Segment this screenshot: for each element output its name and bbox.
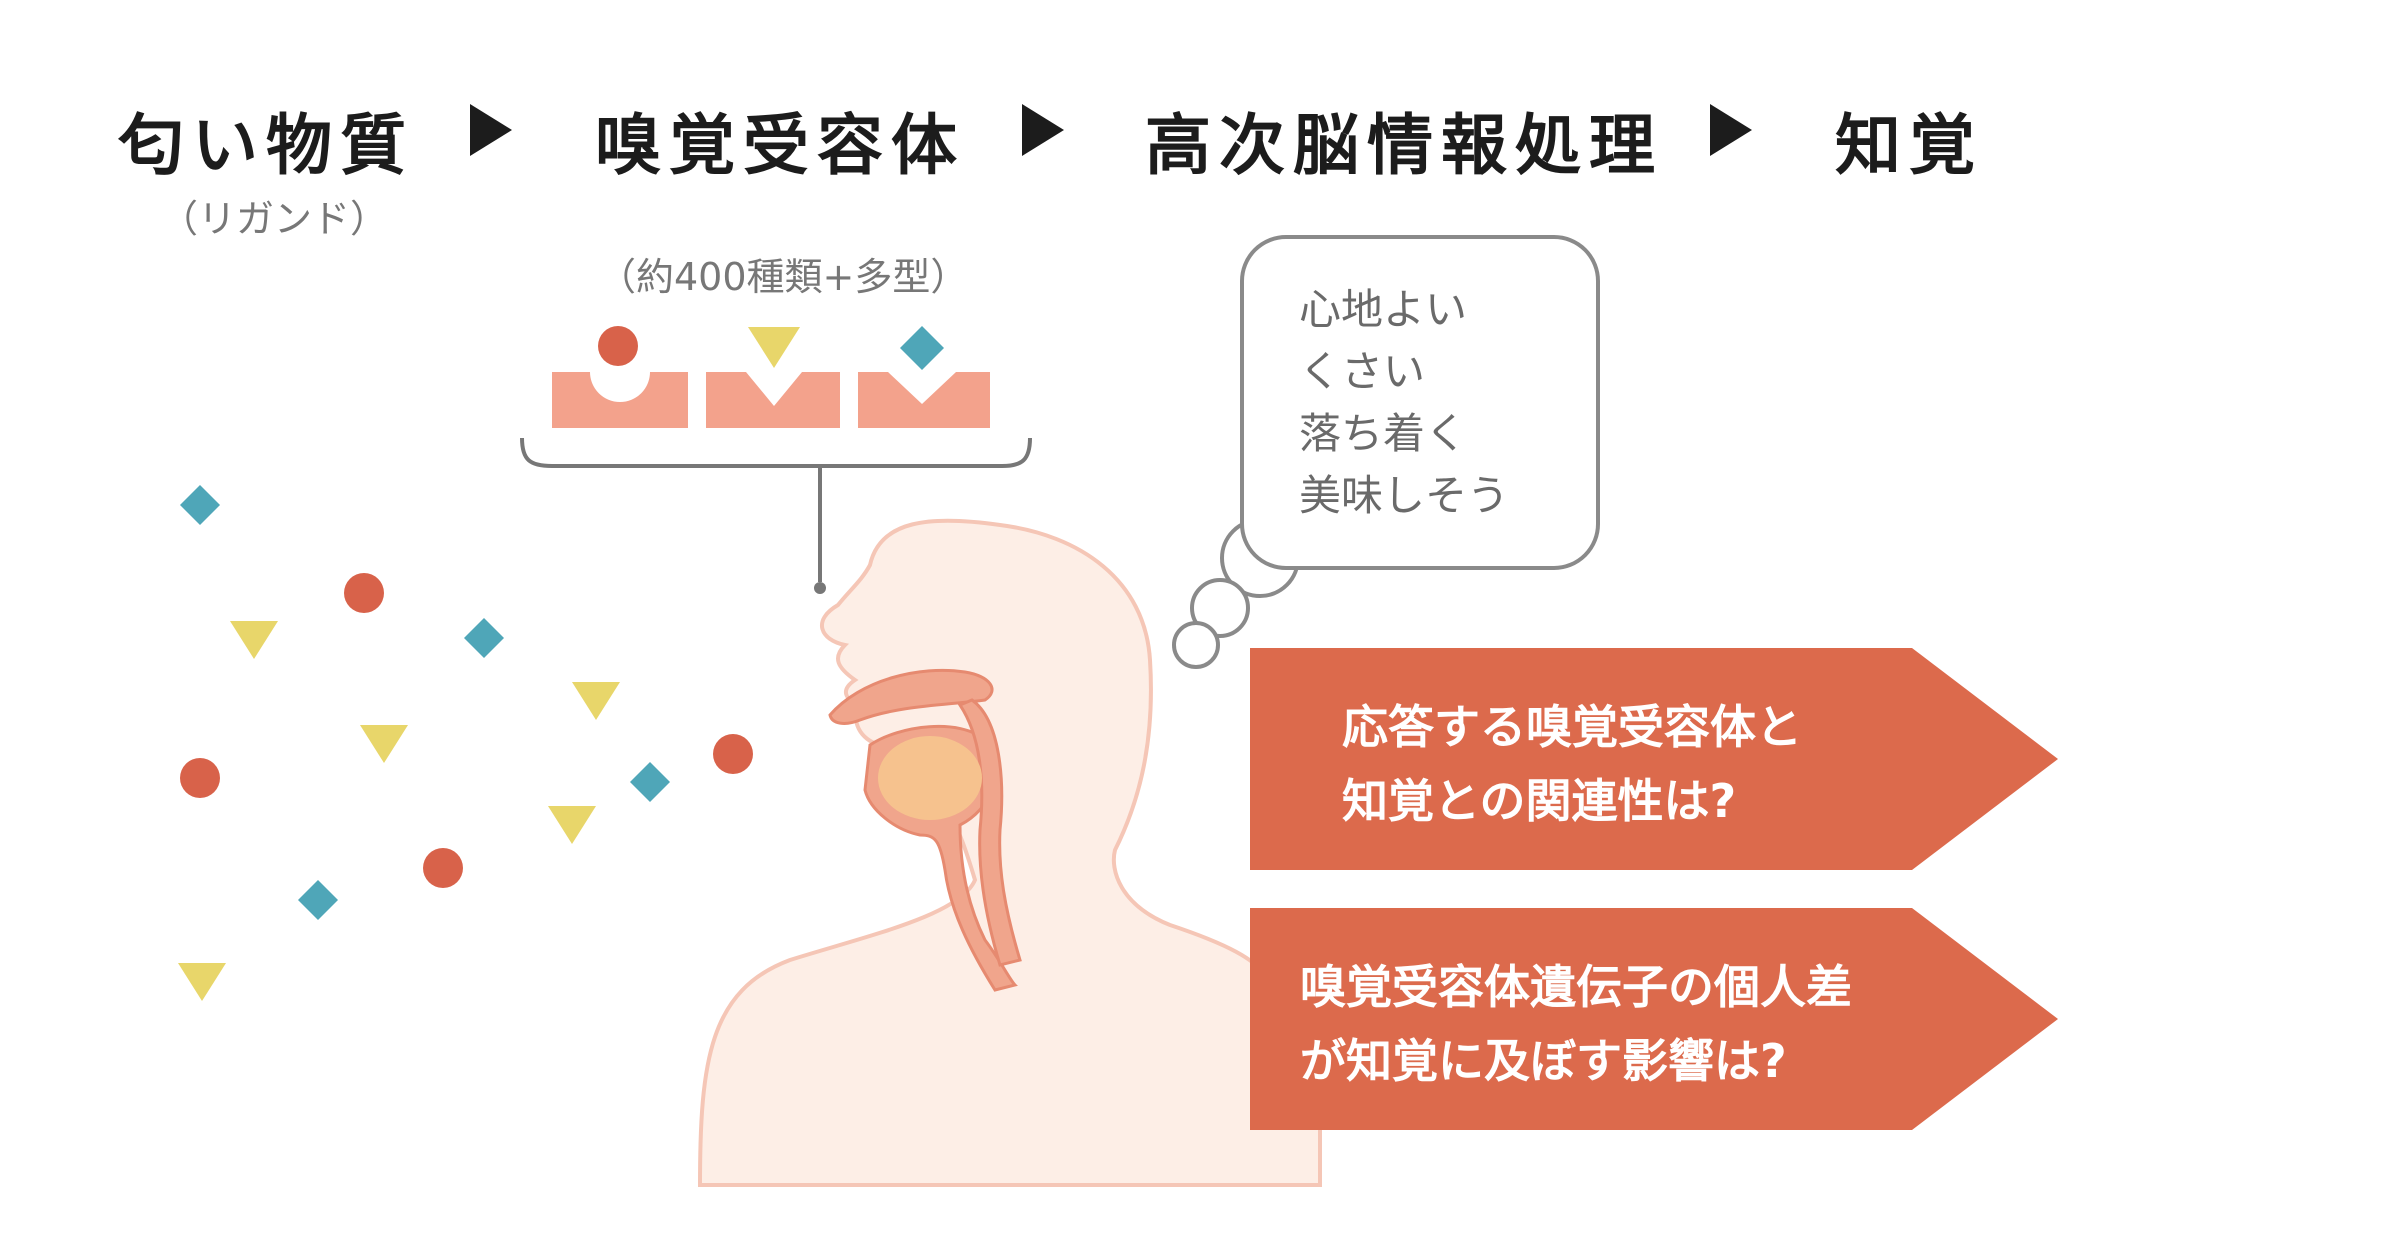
- ligand-triangle: [748, 327, 800, 368]
- flow-step-odorant: 匂い物質: [118, 107, 414, 184]
- pointer-dot: [814, 582, 826, 594]
- thought-line: 美味しそう: [1299, 471, 1510, 520]
- thought-line: 心地よい: [1299, 285, 1468, 334]
- person-silhouette: [697, 518, 1322, 1187]
- molecule-triangle: [360, 725, 408, 763]
- flow-arrow-icon: [470, 104, 512, 156]
- molecule-triangle: [178, 963, 226, 1001]
- thought-line: 落ち着く: [1299, 409, 1468, 458]
- question-1-line-2: 知覚との関連性は?: [1342, 774, 1737, 828]
- molecule-diamond: [630, 762, 670, 802]
- question-callout-1: 応答する嗅覚受容体と 知覚との関連性は?: [1250, 648, 2060, 870]
- receptor-round-pocket: [552, 372, 688, 428]
- molecule-triangle: [572, 682, 620, 720]
- flow-arrow-icon: [1022, 104, 1064, 156]
- molecule-triangle: [548, 806, 596, 844]
- question-callout-2: 嗅覚受容体遺伝子の個人差 が知覚に及ぼす影響は?: [1250, 908, 2060, 1130]
- molecule-circle: [180, 758, 220, 798]
- molecule-diamond: [464, 618, 504, 658]
- molecule-circle: [344, 573, 384, 613]
- flow-arrow-icon: [1710, 104, 1752, 156]
- flow-step-brain: 高次脳情報処理: [1145, 107, 1663, 184]
- receptor-row: [552, 326, 990, 428]
- odor-molecules: [178, 485, 753, 1001]
- ligand-circle: [598, 326, 638, 366]
- question-2-line-2: が知覚に及ぼす影響は?: [1300, 1034, 1787, 1088]
- molecule-triangle: [230, 621, 278, 659]
- molecule-diamond: [180, 485, 220, 525]
- ligand-diamond: [900, 326, 944, 370]
- thought-bubble: 心地よい くさい 落ち着く 美味しそう: [1240, 235, 1600, 570]
- receptor-diamond-pocket: [858, 372, 990, 428]
- molecule-circle: [713, 734, 753, 774]
- thought-line: くさい: [1299, 347, 1426, 396]
- molecule-circle: [423, 848, 463, 888]
- question-1-line-1: 応答する嗅覚受容体と: [1342, 700, 1802, 754]
- question-2-line-1: 嗅覚受容体遺伝子の個人差: [1300, 960, 1852, 1014]
- molecule-diamond: [298, 880, 338, 920]
- flow-step-perception: 知覚: [1835, 107, 1983, 184]
- receptor-count-label: （約400種類+多型）: [598, 255, 969, 299]
- receptor-v-pocket: [706, 372, 840, 428]
- flow-step-receptor: 嗅覚受容体: [595, 107, 965, 184]
- receptor-brace: [520, 437, 1032, 582]
- ligand-label: （リガンド）: [160, 197, 389, 241]
